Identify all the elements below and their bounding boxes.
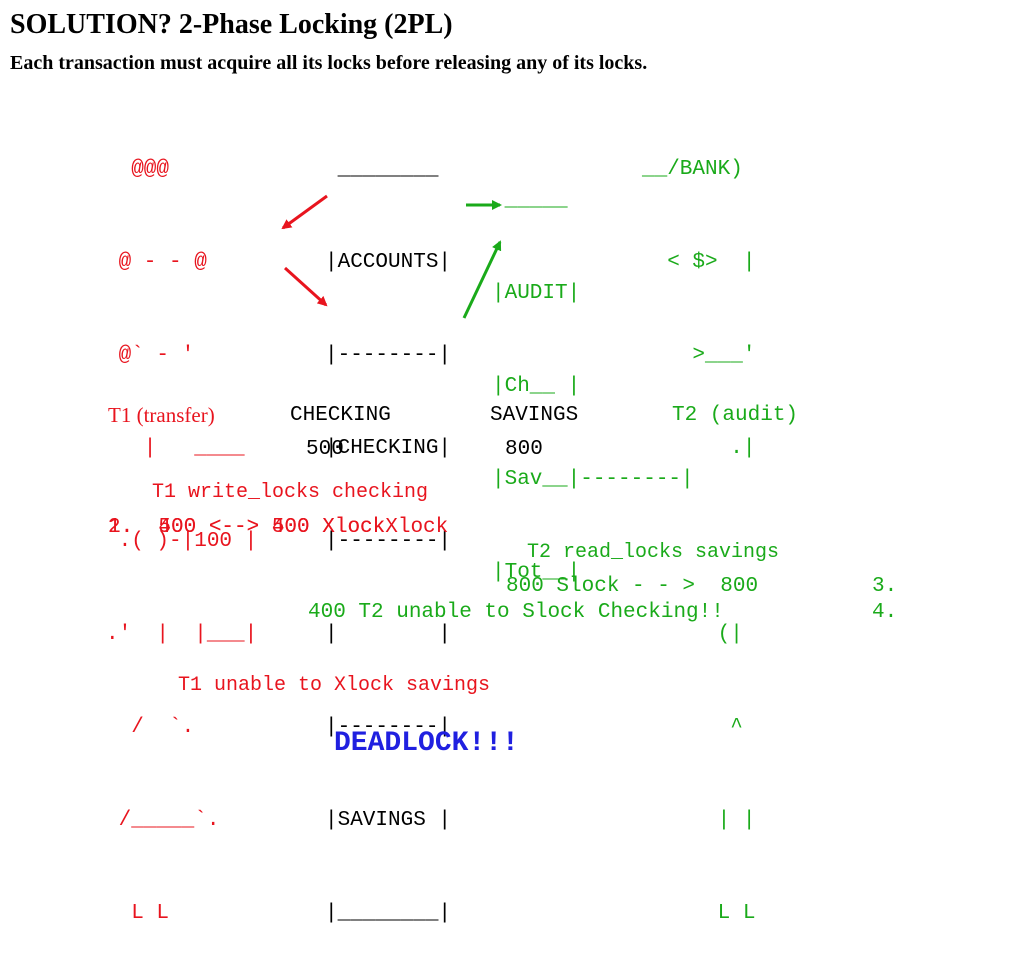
- deadlock-label: DEADLOCK!!!: [334, 728, 519, 759]
- step4-text: 400 T2 unable to Slock Checking!!: [308, 601, 724, 624]
- step3-number: 3.: [872, 575, 898, 598]
- ascii-line: _____: [492, 189, 568, 212]
- page-title: SOLUTION? 2-Phase Locking (2PL): [10, 9, 453, 40]
- ascii-line: /_____`.: [106, 809, 220, 832]
- t2-read-locks-text: T2 read_locks savings: [527, 541, 780, 564]
- ascii-line: |Sav__|--------|: [492, 468, 694, 491]
- checking-column-label: CHECKING: [290, 404, 391, 427]
- ascii-line: L L: [106, 902, 170, 925]
- ascii-line: L L: [642, 902, 756, 925]
- overlap-row-b: 2. 400 <--> 500 XlockXlock: [108, 516, 449, 539]
- ascii-line: |--------|: [325, 716, 452, 739]
- overlap-row-a: 1. 500 <--> 400 Xlock: [108, 516, 386, 539]
- ascii-line: @@@: [106, 158, 170, 181]
- t1-write-locks-text: T1 write_locks checking: [152, 481, 429, 504]
- ascii-line: | ____: [106, 437, 245, 460]
- ascii-line: >___': [642, 344, 756, 367]
- ascii-line: |________|: [325, 902, 452, 925]
- ascii-line: __/BANK): [642, 158, 743, 181]
- ascii-line: @ - - @: [106, 251, 207, 274]
- ascii-line: (|: [642, 623, 743, 646]
- arrow-savings-to-audit: [462, 240, 502, 319]
- audit-box: _____ |AUDIT| |Ch__ | |Sav__|--------| |…: [492, 123, 694, 619]
- arrow-checking-to-cash: [281, 194, 328, 230]
- ascii-line: | |: [325, 623, 452, 646]
- ascii-line: .( )-|100 |: [106, 530, 258, 553]
- step3-text: 800 Slock - - > 800: [506, 575, 759, 598]
- t1-transfer-label: T1 (transfer): [108, 403, 215, 427]
- ascii-line: |CHECKING|: [325, 437, 452, 460]
- ascii-line: |SAVINGS |: [325, 809, 452, 832]
- ascii-line: |Ch__ |: [492, 375, 581, 398]
- ascii-line: |Tot__|: [492, 561, 581, 584]
- ascii-line: .|: [642, 437, 756, 460]
- ascii-line: < $> |: [642, 251, 756, 274]
- ascii-line: / `.: [106, 716, 195, 739]
- ascii-line: |ACCOUNTS|: [325, 251, 452, 274]
- ascii-line: |AUDIT|: [492, 282, 581, 305]
- checking-value: 500: [306, 438, 344, 461]
- arrow-cash-to-savings: [283, 266, 328, 307]
- ascii-line: |--------|: [325, 344, 452, 367]
- arrows-layer: [281, 194, 502, 319]
- t1-unable-text: T1 unable to Xlock savings: [178, 674, 491, 697]
- ascii-line: ________: [325, 158, 439, 181]
- t2-audit-label: T2 (audit): [672, 404, 799, 427]
- savings-value: 800: [505, 438, 543, 461]
- ascii-line: ^: [642, 716, 743, 739]
- bank-figure: __/BANK) < $> | >___' .| (| ^ | | L L: [642, 92, 755, 960]
- step4-number: 4.: [872, 601, 898, 624]
- ascii-line: |--------|: [325, 530, 452, 553]
- page-subtitle: Each transaction must acquire all its lo…: [10, 52, 648, 74]
- ascii-line: | |: [642, 809, 756, 832]
- ascii-line: .' | |___|: [106, 623, 258, 646]
- savings-column-label: SAVINGS: [490, 404, 579, 427]
- ascii-line: @` - ': [106, 344, 195, 367]
